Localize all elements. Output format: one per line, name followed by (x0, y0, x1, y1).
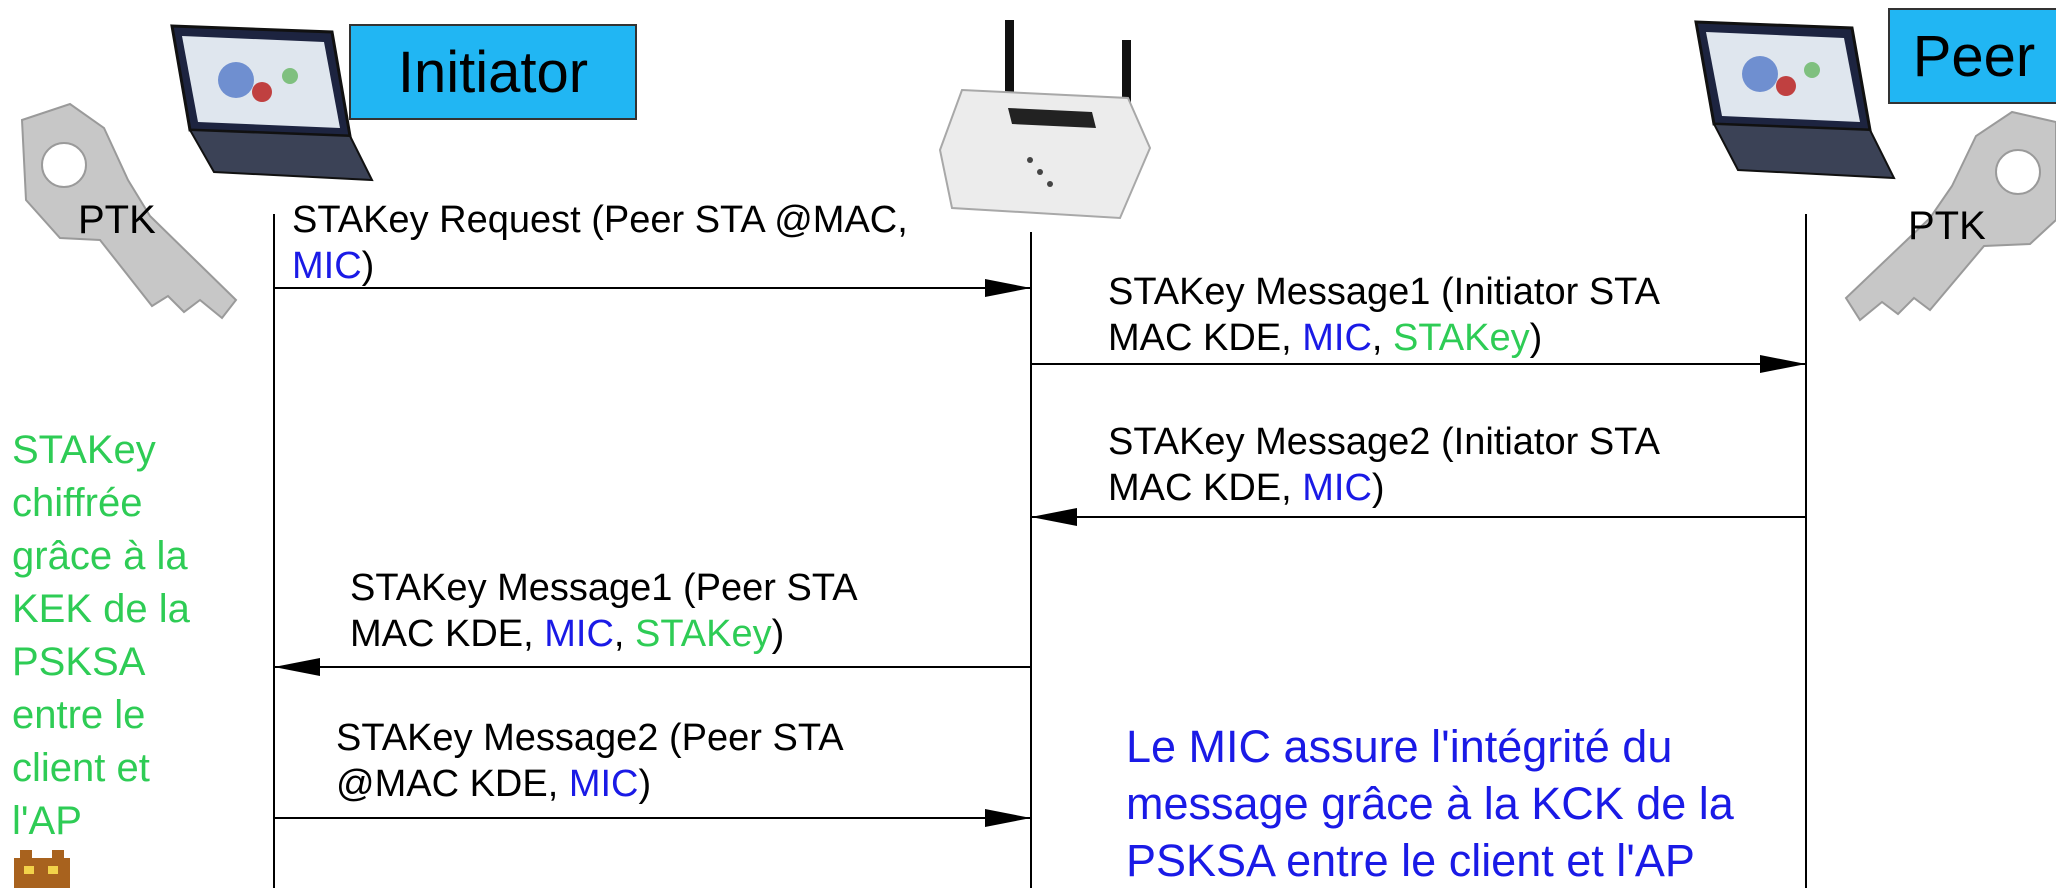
peer-label-text: Peer (1912, 23, 2036, 89)
message-peer-message2: STAKey Message2 (Peer STA @MAC KDE, MIC) (336, 716, 844, 807)
message-line: STAKey Message1 (Peer STA (350, 567, 858, 609)
kde-text: MAC KDE, (1108, 466, 1303, 509)
kde-text: @MAC KDE, (336, 762, 569, 805)
note-line: entre le (12, 693, 146, 737)
note-line: PSKSA (12, 640, 146, 684)
initiator-laptop-icon (170, 24, 374, 182)
ptk-left-label: PTK (78, 198, 156, 242)
note-line: message grâce à la KCK de la (1126, 778, 1734, 829)
mic-text: MIC (544, 612, 614, 655)
ptk-right-label: PTK (1908, 204, 1986, 248)
message-line: STAKey Message1 (Initiator STA (1108, 271, 1660, 313)
kde-text: MAC KDE, (350, 612, 545, 655)
access-point-icon (938, 20, 1152, 220)
note-line: STAKey (12, 428, 156, 472)
paren-text: ) (638, 762, 652, 805)
sep-text: , (613, 612, 636, 655)
message-initiator-message1: STAKey Message1 (Initiator STA MAC KDE, … (1108, 270, 1660, 361)
mic-text: MIC (292, 244, 362, 287)
message-initiator-message2: STAKey Message2 (Initiator STA MAC KDE, … (1108, 420, 1660, 511)
paren-text: ) (1371, 466, 1385, 509)
message-line: STAKey Message2 (Peer STA (336, 717, 844, 759)
stakey-text: STAKey (1393, 316, 1530, 359)
message-line: MAC KDE, MIC, STAKey) (1108, 316, 1660, 362)
note-line: chiffrée (12, 481, 143, 525)
note-line: l'AP (12, 799, 82, 843)
message-line: @MAC KDE, MIC) (336, 762, 844, 808)
message-line: MAC KDE, MIC, STAKey) (350, 612, 858, 658)
paren-text: ) (771, 612, 785, 655)
mic-text: MIC (1302, 466, 1372, 509)
message-stakey-request: STAKey Request (Peer STA @MAC, MIC) (292, 198, 908, 289)
note-line: PSKSA entre le client et l'AP (1126, 835, 1695, 886)
message-line: STAKey Request (Peer STA @MAC, (292, 199, 908, 241)
left-key-icon (20, 102, 238, 320)
message-line: STAKey Message2 (Initiator STA (1108, 421, 1660, 463)
stakey-text: STAKey (635, 612, 772, 655)
note-line: KEK de la (12, 587, 190, 631)
message-line: MIC) (292, 244, 908, 290)
stakey-encryption-note: STAKey chiffrée grâce à la KEK de la PSK… (12, 424, 190, 848)
paren-text: ) (361, 244, 375, 287)
paren-text: ) (1529, 316, 1543, 359)
right-key-icon (1844, 110, 2056, 322)
note-line: grâce à la (12, 534, 188, 578)
sep-text: , (1371, 316, 1394, 359)
peer-laptop-icon (1694, 20, 1896, 180)
note-line: client et (12, 746, 150, 790)
mic-integrity-note: Le MIC assure l'intégrité du message grâ… (1126, 718, 1734, 889)
peer-label: Peer (1888, 8, 2056, 104)
mic-text: MIC (568, 762, 639, 805)
kde-text: MAC KDE, (1108, 316, 1303, 359)
message-line: MAC KDE, MIC) (1108, 466, 1660, 512)
mascot-icon (14, 850, 70, 888)
note-line: Le MIC assure l'intégrité du (1126, 721, 1673, 772)
mic-text: MIC (1302, 316, 1372, 359)
initiator-label: Initiator (349, 24, 637, 120)
initiator-label-text: Initiator (397, 39, 589, 105)
message-peer-message1: STAKey Message1 (Peer STA MAC KDE, MIC, … (350, 566, 858, 657)
